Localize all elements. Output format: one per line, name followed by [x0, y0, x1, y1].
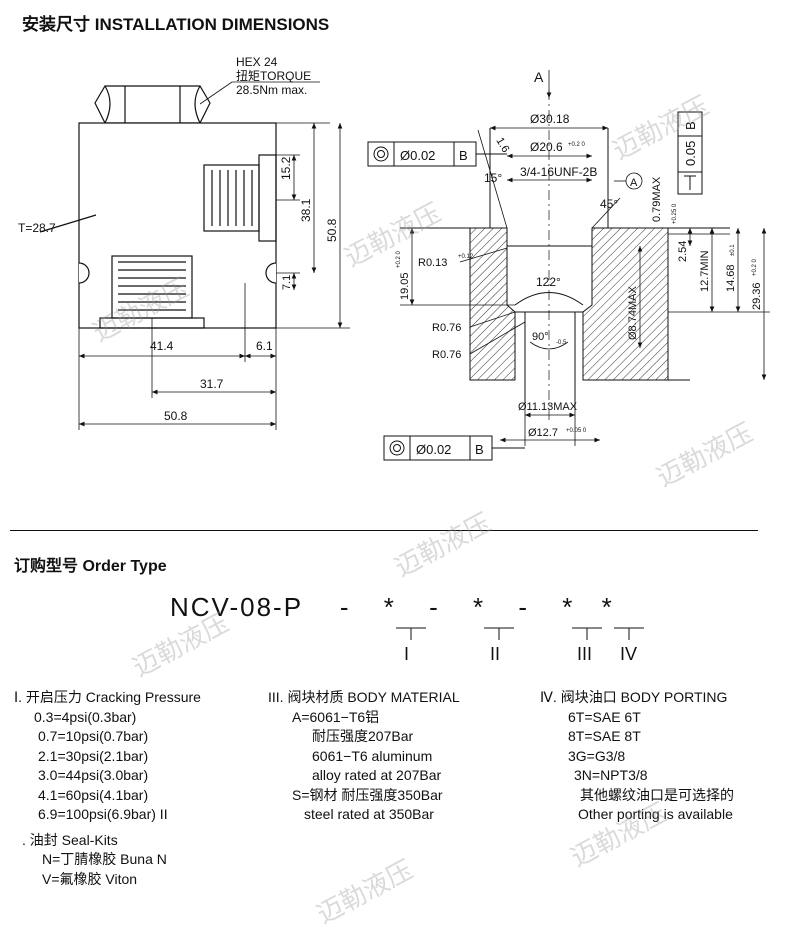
dim-d12-7-tol: +0.05 0	[566, 428, 587, 434]
datum-a: A	[630, 177, 638, 189]
order-prefix: NCV-08-P	[170, 592, 303, 622]
col2-item: S=钢材 耐压强度350Bar	[292, 786, 443, 803]
dim-31-7: 31.7	[200, 377, 224, 391]
order-part-4: *	[601, 592, 614, 622]
dim-d11-13: Ø11.13MAX	[518, 401, 578, 413]
dim-d20-6-tol: +0.2 0	[568, 142, 586, 148]
left-side-view	[39, 85, 277, 329]
col2-item: 耐压强度207Bar	[312, 728, 414, 744]
order-sep-3: -	[518, 592, 530, 622]
torque-label: 扭矩TORQUE	[236, 69, 311, 83]
col3-item: 3G=G3/8	[568, 747, 626, 764]
dim-19-05-tol: +0.2 0	[396, 250, 402, 268]
col-body-material: III. 阀块材质 BODY MATERIAL A=6061−T6铝 耐压强度2…	[268, 688, 460, 825]
seal-heading: . 油封 Seal-Kits	[22, 831, 118, 848]
col3-item: 3N=NPT3/8	[574, 767, 648, 783]
col1-item: 6.9=100psi(6.9bar) II	[38, 806, 168, 822]
roman-1: I	[404, 644, 410, 664]
col1-item: 0.7=10psi(0.7bar)	[38, 728, 149, 744]
dim-d8-74: Ø8.74MAX	[627, 286, 639, 340]
dim-d12-7: Ø12.7	[528, 427, 558, 439]
order-brackets	[396, 627, 644, 640]
dim-r0-76b: R0.76	[432, 349, 461, 361]
dim-12-7min: 12.7MIN	[699, 250, 711, 292]
dim-r0-13-tol: +0.12	[458, 254, 474, 260]
col1-item: 3.0=44psi(3.0bar)	[38, 767, 149, 783]
dim-19-05: 19.05	[399, 272, 411, 300]
order-sep-1: -	[339, 592, 351, 622]
fcf-bottom-tol: Ø0.02	[416, 442, 451, 457]
col3-item: 6T=SAE 6T	[568, 708, 641, 725]
dim-a122: 122°	[536, 275, 561, 289]
fcf-bottom-datum: B	[475, 442, 484, 457]
col3-item: Other porting is available	[578, 806, 733, 822]
col2-item: alloy rated at 207Bar	[312, 767, 442, 783]
dim-14-68: 14.68	[725, 264, 737, 292]
order-code: NCV-08-P - * - * - * *	[170, 592, 614, 623]
col1-item: 2.1=30psi(2.1bar)	[38, 747, 149, 764]
col2-heading: III. 阀块材质 BODY MATERIAL	[268, 689, 460, 705]
dim-0-79: 0.79MAX	[651, 176, 663, 222]
seal-item: N=丁腈橡胶 Buna N	[42, 851, 167, 867]
roman-2: II	[490, 644, 501, 664]
col2-item: steel rated at 350Bar	[304, 806, 434, 822]
section-title-installation: 安装尺寸 INSTALLATION DIMENSIONS	[22, 15, 330, 34]
col2-item: A=6061−T6铝	[292, 708, 380, 725]
col1-heading: Ⅰ. 开启压力 Cracking Pressure	[14, 689, 201, 705]
dim-r0-76a: R0.76	[432, 322, 461, 334]
watermark: 迈勒液压	[312, 855, 419, 931]
col-body-porting: Ⅳ. 阀块油口 BODY PORTING 6T=SAE 6T 8T=SAE 8T…	[540, 688, 734, 825]
dim-14-68-tol: ±0.1	[730, 244, 736, 256]
col3-heading: Ⅳ. 阀块油口 BODY PORTING	[540, 689, 728, 705]
dim-d30-18: Ø30.18	[530, 112, 570, 126]
dim-a45: 45°	[600, 197, 618, 211]
dim-6-1: 6.1	[256, 339, 273, 353]
fcf-top-datum: B	[459, 148, 468, 163]
dim-29-36-tol: +0.2 0	[752, 258, 758, 276]
roman-3: III	[577, 644, 593, 664]
seal-item: V=氟橡胶 Viton	[42, 870, 138, 887]
order-part-1: *	[383, 592, 396, 622]
col2-item: 6061−T6 aluminum	[312, 747, 433, 764]
order-part-2: *	[472, 592, 486, 622]
order-sep-2: -	[429, 592, 440, 622]
view-a-label: A	[534, 69, 544, 85]
fcf-right-tol: 0.05	[683, 141, 698, 166]
dim-50-8-h: 50.8	[164, 409, 188, 423]
dim-a90: 90°	[532, 331, 549, 343]
fcf-right-datum: B	[683, 121, 698, 130]
dim-50-8-v: 50.8	[325, 218, 339, 242]
dim-thread: 3/4-16UNF-2B	[520, 165, 597, 179]
dim-7-1: 7.1	[281, 275, 293, 290]
hex-label: HEX 24	[236, 55, 278, 69]
dim-r16: 1.6	[493, 136, 511, 155]
fcf-top-tol: Ø0.02	[400, 148, 435, 163]
dim-d20-6: Ø20.6	[530, 140, 563, 154]
section-title-order: 订购型号 Order Type	[14, 558, 167, 575]
order-part-3: *	[562, 592, 575, 622]
col-cracking-pressure: Ⅰ. 开启压力 Cracking Pressure 0.3=4psi(0.3ba…	[14, 688, 201, 889]
dim-a90-tol: -0.5	[556, 340, 567, 346]
col1-item: 4.1=60psi(4.1bar)	[38, 786, 149, 803]
dim-41-4: 41.4	[150, 339, 174, 353]
roman-4: IV	[620, 644, 638, 664]
col3-item: 其他螺纹油口是可选择的	[580, 786, 734, 803]
dim-a15: 15°	[484, 171, 502, 185]
torque-value: 28.5Nm max.	[236, 83, 307, 97]
installation-drawing: HEX 24 扭矩TORQUE 28.5Nm max. T=28.7 15.2 …	[18, 55, 770, 461]
col3-item: 8T=SAE 8T	[568, 728, 641, 744]
t-label: T=28.7	[18, 221, 56, 235]
dim-29-36: 29.36	[751, 282, 763, 310]
dim-15-2: 15.2	[279, 156, 293, 180]
dim-2-54: 2.54	[677, 241, 689, 262]
dim-2-54-tol: +0.25 0	[672, 203, 678, 224]
dim-38-1: 38.1	[299, 198, 313, 222]
col1-item: 0.3=4psi(0.3bar)	[34, 708, 137, 725]
dim-r0-13: R0.13	[418, 257, 447, 269]
section-divider	[10, 530, 758, 531]
